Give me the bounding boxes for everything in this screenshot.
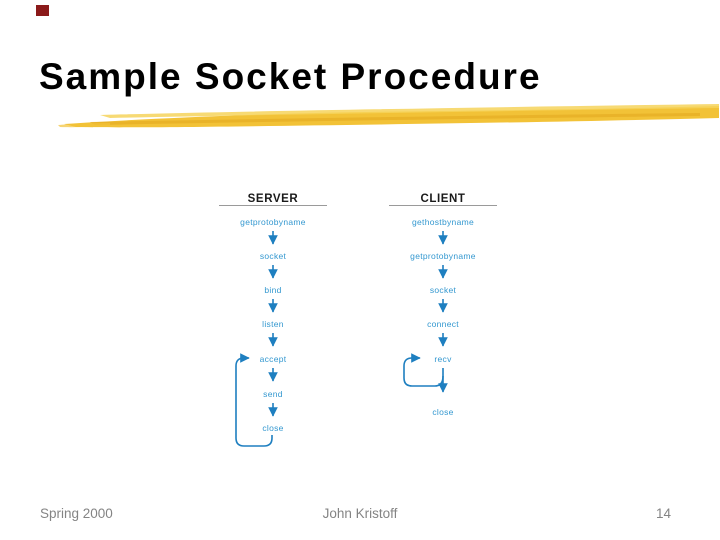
- server-step-bind: bind: [264, 285, 281, 295]
- brush-stroke-underline: [58, 104, 719, 128]
- client-step-recv: recv: [434, 354, 452, 364]
- client-step-close: close: [432, 407, 453, 417]
- brush-stroke-highlight: [100, 104, 719, 118]
- server-step-close: close: [262, 423, 283, 433]
- server-loop-close-to-accept: [235, 353, 273, 447]
- server-step-send: send: [263, 389, 283, 399]
- brush-stroke-shadow: [90, 113, 700, 125]
- client-column-header: CLIENT: [420, 193, 465, 205]
- client-step-connect: connect: [427, 319, 459, 329]
- brush-stroke-tail: [58, 123, 110, 128]
- slide-title: Sample Socket Procedure: [39, 56, 542, 97]
- server-step-accept: accept: [260, 354, 287, 364]
- footer-semester: Spring 2000: [40, 506, 113, 521]
- client-loop-recv-to-recv: [403, 353, 444, 387]
- server-column-header: SERVER: [248, 193, 299, 205]
- footer-page-number: 14: [655, 506, 671, 521]
- slide-accent-square: [36, 5, 49, 16]
- client-step-gethostbyname: gethostbyname: [412, 217, 474, 227]
- server-step-listen: listen: [262, 319, 284, 329]
- server-step-socket: socket: [260, 251, 287, 261]
- client-step-socket: socket: [430, 285, 457, 295]
- footer-author: John Kristoff: [322, 506, 398, 521]
- client-step-getprotobyname: getprotobyname: [410, 251, 476, 261]
- server-step-getprotobyname: getprotobyname: [240, 217, 306, 227]
